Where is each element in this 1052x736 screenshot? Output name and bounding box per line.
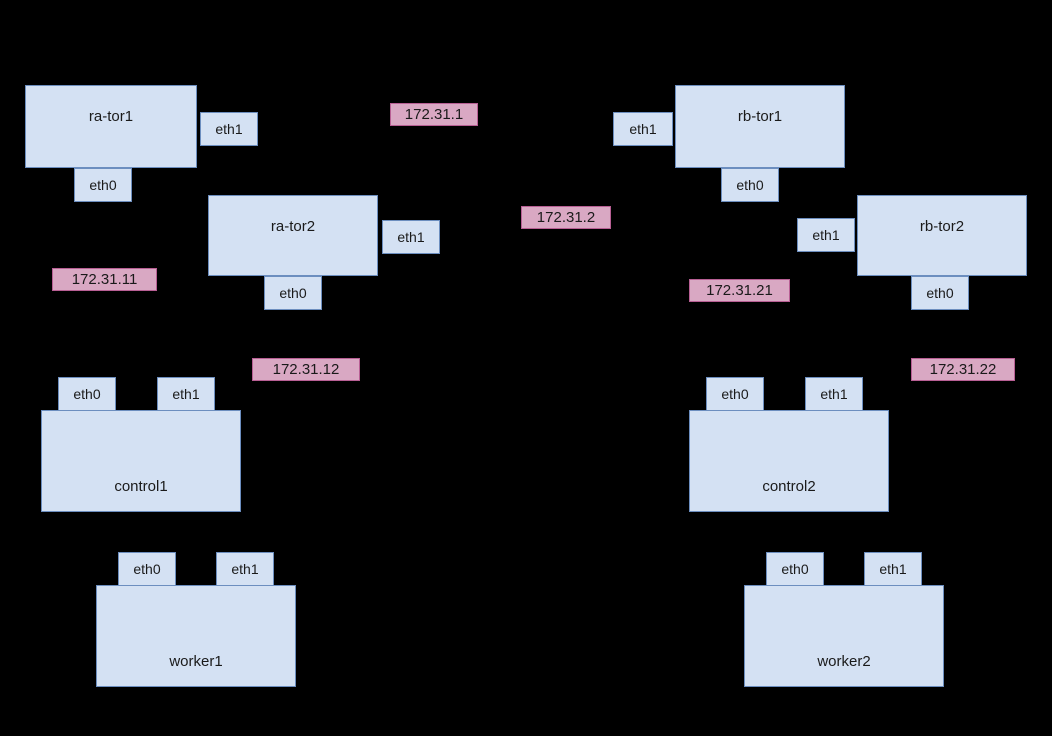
port-label-worker2-eth1: eth1	[879, 561, 907, 577]
port-label-ra-tor2-eth0: eth0	[279, 285, 307, 301]
node-label-ra-tor2: ra-tor2	[270, 218, 316, 235]
ip-label-text-ip-172-31-12: 172.31.12	[272, 361, 340, 378]
node-rb-tor2[interactable]: rb-tor2	[857, 195, 1027, 276]
ip-label-text-ip-172-31-21: 172.31.21	[706, 282, 773, 299]
port-label-rb-tor2-eth1: eth1	[812, 227, 840, 243]
ip-label-ip-172-31-1: 172.31.1	[390, 103, 478, 126]
port-label-rb-tor2-eth0: eth0	[926, 285, 954, 301]
port-label-ra-tor1-eth1: eth1	[215, 121, 243, 137]
ip-label-ip-172-31-12: 172.31.12	[252, 358, 360, 381]
port-label-ra-tor2-eth1: eth1	[397, 229, 425, 245]
port-ra-tor1-eth1[interactable]: eth1	[200, 112, 258, 146]
node-worker2[interactable]: worker2	[744, 585, 944, 687]
port-control2-eth0[interactable]: eth0	[706, 377, 764, 411]
port-rb-tor2-eth1[interactable]: eth1	[797, 218, 855, 252]
node-label-control2: control2	[762, 478, 816, 495]
port-rb-tor1-eth1[interactable]: eth1	[613, 112, 673, 146]
ip-label-text-ip-172-31-22: 172.31.22	[929, 361, 997, 378]
ip-label-text-ip-172-31-1: 172.31.1	[404, 106, 464, 123]
node-control1[interactable]: control1	[41, 410, 241, 512]
node-rb-tor1[interactable]: rb-tor1	[675, 85, 845, 168]
ip-label-ip-172-31-11: 172.31.11	[52, 268, 157, 291]
node-label-rb-tor2: rb-tor2	[919, 218, 965, 235]
port-label-control1-eth1: eth1	[172, 386, 200, 402]
port-label-worker1-eth1: eth1	[231, 561, 259, 577]
port-label-worker2-eth0: eth0	[781, 561, 809, 577]
node-label-ra-tor1: ra-tor1	[88, 108, 134, 125]
port-rb-tor1-eth0[interactable]: eth0	[721, 168, 779, 202]
port-label-ra-tor1-eth0: eth0	[89, 177, 117, 193]
node-label-worker2: worker2	[817, 653, 871, 670]
ip-label-text-ip-172-31-2: 172.31.2	[536, 209, 596, 226]
port-rb-tor2-eth0[interactable]: eth0	[911, 276, 969, 310]
port-worker1-eth0[interactable]: eth0	[118, 552, 176, 586]
port-worker2-eth0[interactable]: eth0	[766, 552, 824, 586]
node-control2[interactable]: control2	[689, 410, 889, 512]
port-label-worker1-eth0: eth0	[133, 561, 161, 577]
ip-label-text-ip-172-31-11: 172.31.11	[71, 271, 138, 288]
port-control1-eth0[interactable]: eth0	[58, 377, 116, 411]
ip-label-ip-172-31-2: 172.31.2	[521, 206, 611, 229]
port-label-control1-eth0: eth0	[73, 386, 101, 402]
node-label-rb-tor1: rb-tor1	[737, 108, 783, 125]
port-label-control2-eth1: eth1	[820, 386, 848, 402]
port-ra-tor2-eth0[interactable]: eth0	[264, 276, 322, 310]
node-ra-tor1[interactable]: ra-tor1	[25, 85, 197, 168]
node-worker1[interactable]: worker1	[96, 585, 296, 687]
ip-label-ip-172-31-22: 172.31.22	[911, 358, 1015, 381]
port-worker2-eth1[interactable]: eth1	[864, 552, 922, 586]
port-ra-tor2-eth1[interactable]: eth1	[382, 220, 440, 254]
node-ra-tor2[interactable]: ra-tor2	[208, 195, 378, 276]
port-label-rb-tor1-eth1: eth1	[629, 121, 657, 137]
port-label-control2-eth0: eth0	[721, 386, 749, 402]
port-worker1-eth1[interactable]: eth1	[216, 552, 274, 586]
port-label-rb-tor1-eth0: eth0	[736, 177, 764, 193]
port-control2-eth1[interactable]: eth1	[805, 377, 863, 411]
port-ra-tor1-eth0[interactable]: eth0	[74, 168, 132, 202]
node-label-control1: control1	[114, 478, 168, 495]
node-label-worker1: worker1	[169, 653, 223, 670]
ip-label-ip-172-31-21: 172.31.21	[689, 279, 790, 302]
port-control1-eth1[interactable]: eth1	[157, 377, 215, 411]
